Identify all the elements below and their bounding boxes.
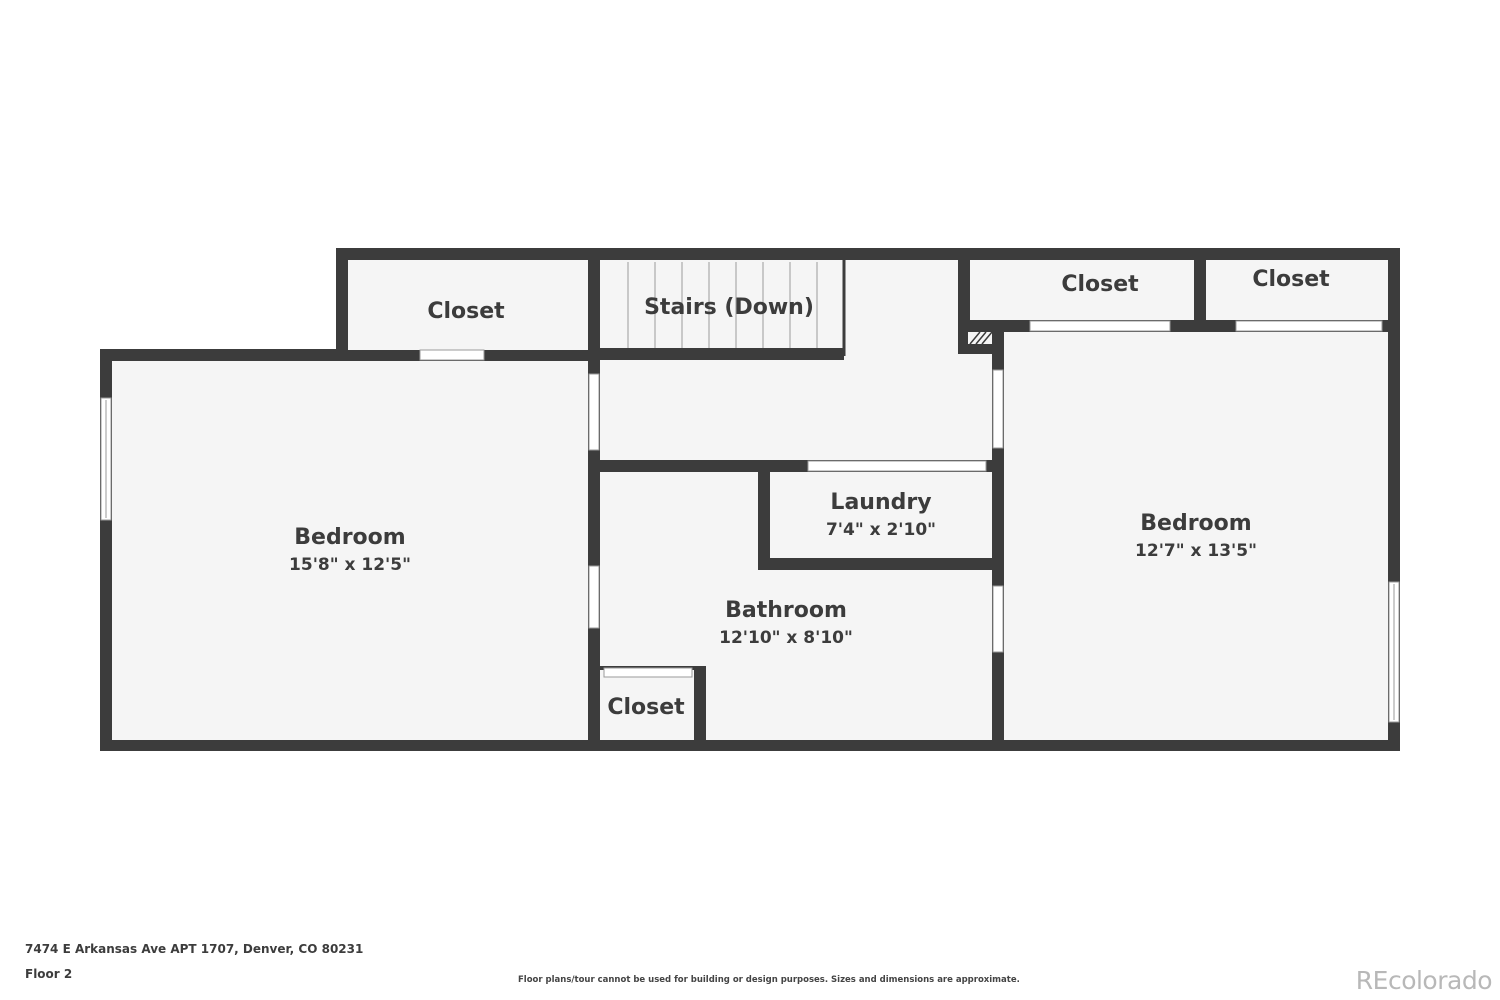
bathroom-label: Bathroom xyxy=(725,598,847,623)
laundry-wall-block xyxy=(758,558,992,570)
stairs-label: Stairs (Down) xyxy=(644,295,814,320)
bedroom-left-floor xyxy=(112,361,588,740)
hall-floor-notch xyxy=(958,354,992,370)
closet-top-left-label: Closet xyxy=(427,299,505,324)
closet-top-right-a-floor xyxy=(970,260,1194,320)
closet-top-right-b-floor xyxy=(1206,260,1388,320)
bedroom-left-dims: 15'8" x 12'5" xyxy=(289,555,411,575)
door-bath-bedroom-right xyxy=(992,585,1004,653)
stair-treads xyxy=(627,262,818,348)
laundry-label: Laundry xyxy=(830,490,931,515)
door-bedroom-left-bath xyxy=(588,565,600,629)
hall-floor-upper xyxy=(844,260,958,360)
laundry-floor xyxy=(770,472,992,558)
bedroom-right-dims: 12'7" x 13'5" xyxy=(1135,541,1257,561)
laundry-dims: 7'4" x 2'10" xyxy=(826,520,936,540)
door-closet-right-a xyxy=(1029,320,1171,332)
disclaimer-text: Floor plans/tour cannot be used for buil… xyxy=(518,975,1020,985)
bedroom-left-label: Bedroom xyxy=(294,525,405,550)
brand-logo: REcolorado xyxy=(1355,966,1493,995)
bath-closet-wall xyxy=(694,666,706,740)
windows xyxy=(100,397,1400,723)
floor-label: Floor 2 xyxy=(25,967,73,981)
door-bedroom-left-hall xyxy=(588,373,600,451)
closet-bath-label: Closet xyxy=(607,695,685,720)
closet-top-left-floor xyxy=(348,260,588,350)
door-hall-bedroom-right xyxy=(992,369,1004,449)
closet-top-right-b-label: Closet xyxy=(1252,267,1330,292)
room-floors xyxy=(112,260,1388,740)
duct-hatch xyxy=(968,331,993,345)
hall-floor-lower xyxy=(600,360,992,460)
room-labels: Closet Stairs (Down) Closet Closet Bedro… xyxy=(289,267,1330,720)
closet-bath-floor xyxy=(600,678,694,740)
property-address: 7474 E Arkansas Ave APT 1707, Denver, CO… xyxy=(25,942,364,956)
door-laundry xyxy=(807,460,987,472)
bedroom-right-floor xyxy=(1004,332,1388,740)
stairs-floor xyxy=(600,260,844,348)
bedroom-right-label: Bedroom xyxy=(1140,511,1251,536)
door-closet-bath xyxy=(603,667,693,678)
door-closet-left xyxy=(419,349,485,361)
closet-top-right-a-label: Closet xyxy=(1061,272,1139,297)
doorways xyxy=(419,320,1383,678)
door-closet-right-b xyxy=(1235,320,1383,332)
bathroom-dims: 12'10" x 8'10" xyxy=(719,628,853,648)
bathroom-floor-top xyxy=(600,472,758,570)
